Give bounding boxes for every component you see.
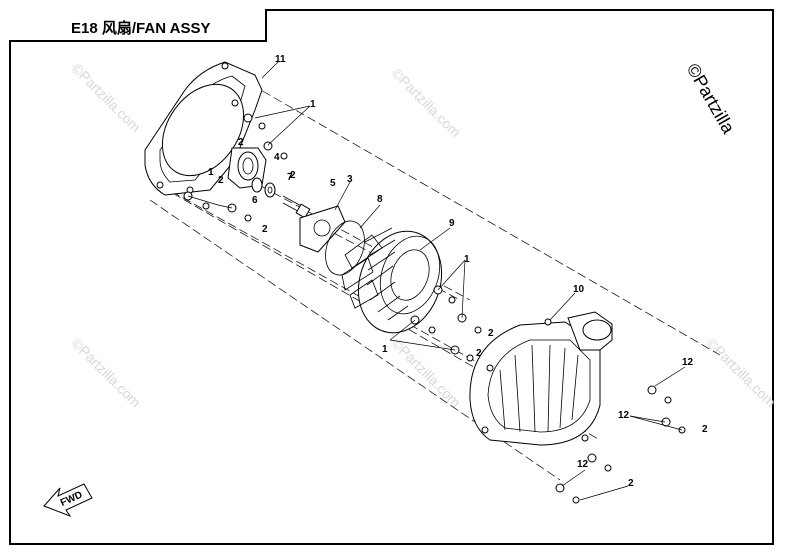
- callout-2: 2: [628, 478, 634, 489]
- callout-3: 3: [347, 174, 353, 185]
- callout-2: 2: [262, 224, 268, 235]
- callout-1: 1: [464, 254, 470, 265]
- callout-5: 5: [330, 178, 336, 189]
- callout-8: 8: [377, 194, 383, 205]
- washers: [251, 177, 276, 198]
- fan-housing: [469, 311, 613, 446]
- callout-10: 10: [573, 284, 585, 295]
- callout-2: 2: [476, 348, 482, 359]
- title-block: E18 风扇/FAN ASSY: [9, 9, 267, 42]
- callout-6: 6: [252, 195, 258, 206]
- fwd-arrow-icon: FWD: [43, 483, 93, 518]
- callout-7: 7: [287, 172, 293, 183]
- callout-4: 4: [274, 152, 280, 163]
- callout-1: 1: [382, 344, 388, 355]
- callout-12: 12: [618, 410, 630, 421]
- callout-1: 1: [310, 99, 316, 110]
- callout-2: 2: [218, 175, 224, 186]
- callout-12: 12: [577, 459, 589, 470]
- callout-12: 12: [682, 357, 694, 368]
- hub-plate: [299, 205, 346, 253]
- callout-9: 9: [449, 218, 455, 229]
- callout-2: 2: [290, 170, 296, 181]
- leader-lines: [187, 61, 686, 501]
- callout-2: 2: [702, 424, 708, 435]
- page-title: E18 风扇/FAN ASSY: [71, 20, 211, 37]
- drawing-frame: [9, 9, 774, 545]
- callout-2: 2: [488, 328, 494, 339]
- center-bolt: [282, 195, 311, 219]
- callout-11: 11: [275, 54, 286, 65]
- fasteners: [183, 113, 686, 504]
- cooling-fan: [341, 227, 443, 334]
- callout-labels: 11 1 2 4 2 7 2 1 6 2 5 3 8 9 1 2 1 2 10 …: [208, 54, 708, 489]
- callout-2: 2: [238, 137, 244, 148]
- o-ring: [325, 220, 365, 276]
- callout-1: 1: [208, 167, 214, 178]
